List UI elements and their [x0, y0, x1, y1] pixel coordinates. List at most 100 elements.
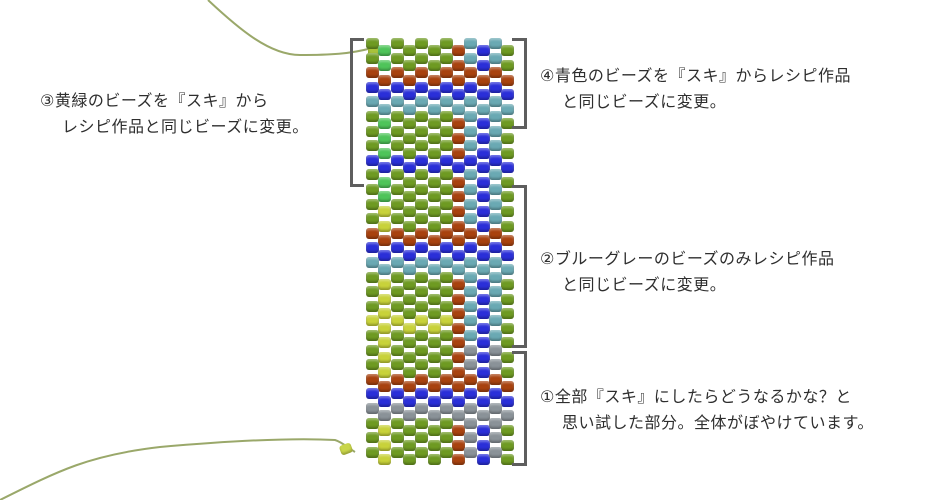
bead: [427, 205, 441, 217]
bead: [501, 132, 515, 144]
bead: [439, 38, 453, 49]
bead: [427, 59, 441, 71]
bead: [427, 103, 441, 115]
bead: [476, 454, 490, 466]
bead: [390, 300, 404, 312]
bead: [476, 264, 490, 276]
bead: [402, 381, 416, 393]
bead: [439, 417, 453, 429]
bead: [378, 59, 392, 71]
bead: [476, 293, 490, 305]
bead: [439, 344, 453, 356]
bead: [378, 322, 392, 334]
bead: [476, 220, 490, 232]
bead: [501, 191, 515, 203]
bead: [390, 111, 404, 122]
bead: [452, 395, 466, 407]
bead: [378, 351, 392, 363]
bead: [439, 257, 453, 268]
bead: [366, 213, 379, 225]
bead: [390, 403, 404, 414]
bead: [378, 162, 392, 174]
bead: [439, 300, 453, 312]
bead: [489, 213, 502, 225]
bead: [390, 242, 404, 254]
bead: [402, 351, 416, 363]
bead: [402, 59, 416, 71]
bead: [366, 286, 379, 298]
bead: [464, 359, 478, 371]
bead: [378, 410, 392, 422]
bead: [390, 67, 404, 79]
bead: [366, 154, 379, 166]
bead: [427, 162, 441, 174]
bead: [378, 249, 392, 261]
bead: [476, 395, 490, 407]
bracket-2: [512, 185, 527, 348]
bead: [464, 417, 478, 429]
bead: [439, 315, 453, 327]
bead: [501, 162, 515, 174]
bead: [501, 59, 515, 71]
bead: [464, 315, 478, 327]
bead: [378, 381, 392, 393]
bead: [402, 439, 416, 451]
bead: [366, 257, 379, 268]
bead: [476, 147, 490, 159]
bead: [402, 205, 416, 217]
bead: [452, 249, 466, 261]
bead: [501, 366, 515, 378]
bead: [378, 176, 392, 188]
bead: [476, 162, 490, 174]
bead: [489, 330, 502, 341]
bead: [489, 344, 502, 356]
bead: [501, 264, 515, 276]
bead: [452, 162, 466, 174]
bead: [476, 337, 490, 349]
bead: [452, 264, 466, 276]
bead: [427, 89, 441, 101]
bead: [402, 278, 416, 290]
bead: [402, 132, 416, 144]
bead: [427, 439, 441, 451]
bead: [415, 330, 429, 341]
bead: [452, 293, 466, 305]
bead: [378, 395, 392, 407]
bead: [390, 169, 404, 181]
bracket-1: [512, 351, 527, 466]
bead: [476, 132, 490, 144]
bead: [427, 147, 441, 159]
note-4-blue-beads: ④青色のビーズを『スキ』からレシピ作品 と同じビーズに変更。: [540, 63, 851, 115]
bead: [501, 74, 515, 86]
bead: [501, 322, 515, 334]
bead: [439, 242, 453, 254]
bead: [476, 45, 490, 57]
bead: [415, 198, 429, 210]
bead: [415, 184, 429, 195]
bead: [464, 446, 478, 458]
bead: [501, 249, 515, 261]
bead: [452, 439, 466, 451]
note-3-line1: ③黄緑のビーズを『スキ』から: [40, 91, 269, 110]
bead: [378, 45, 392, 57]
bead: [378, 337, 392, 349]
bead: [452, 118, 466, 130]
note-4-line2: と同じビーズに変更。: [562, 92, 727, 111]
bead: [464, 403, 478, 414]
bead: [452, 410, 466, 422]
bead: [366, 344, 379, 356]
bead: [390, 315, 404, 327]
bead: [390, 52, 404, 64]
bead: [415, 286, 429, 298]
bead: [415, 96, 429, 108]
bead: [378, 278, 392, 290]
bead: [378, 220, 392, 232]
note-2-line1: ②ブルーグレーのビーズのみレシピ作品: [540, 249, 835, 268]
bead: [476, 366, 490, 378]
bead: [415, 140, 429, 152]
bead: [402, 220, 416, 232]
bead: [452, 132, 466, 144]
bead: [415, 213, 429, 225]
bead: [452, 454, 466, 466]
bead: [489, 359, 502, 371]
